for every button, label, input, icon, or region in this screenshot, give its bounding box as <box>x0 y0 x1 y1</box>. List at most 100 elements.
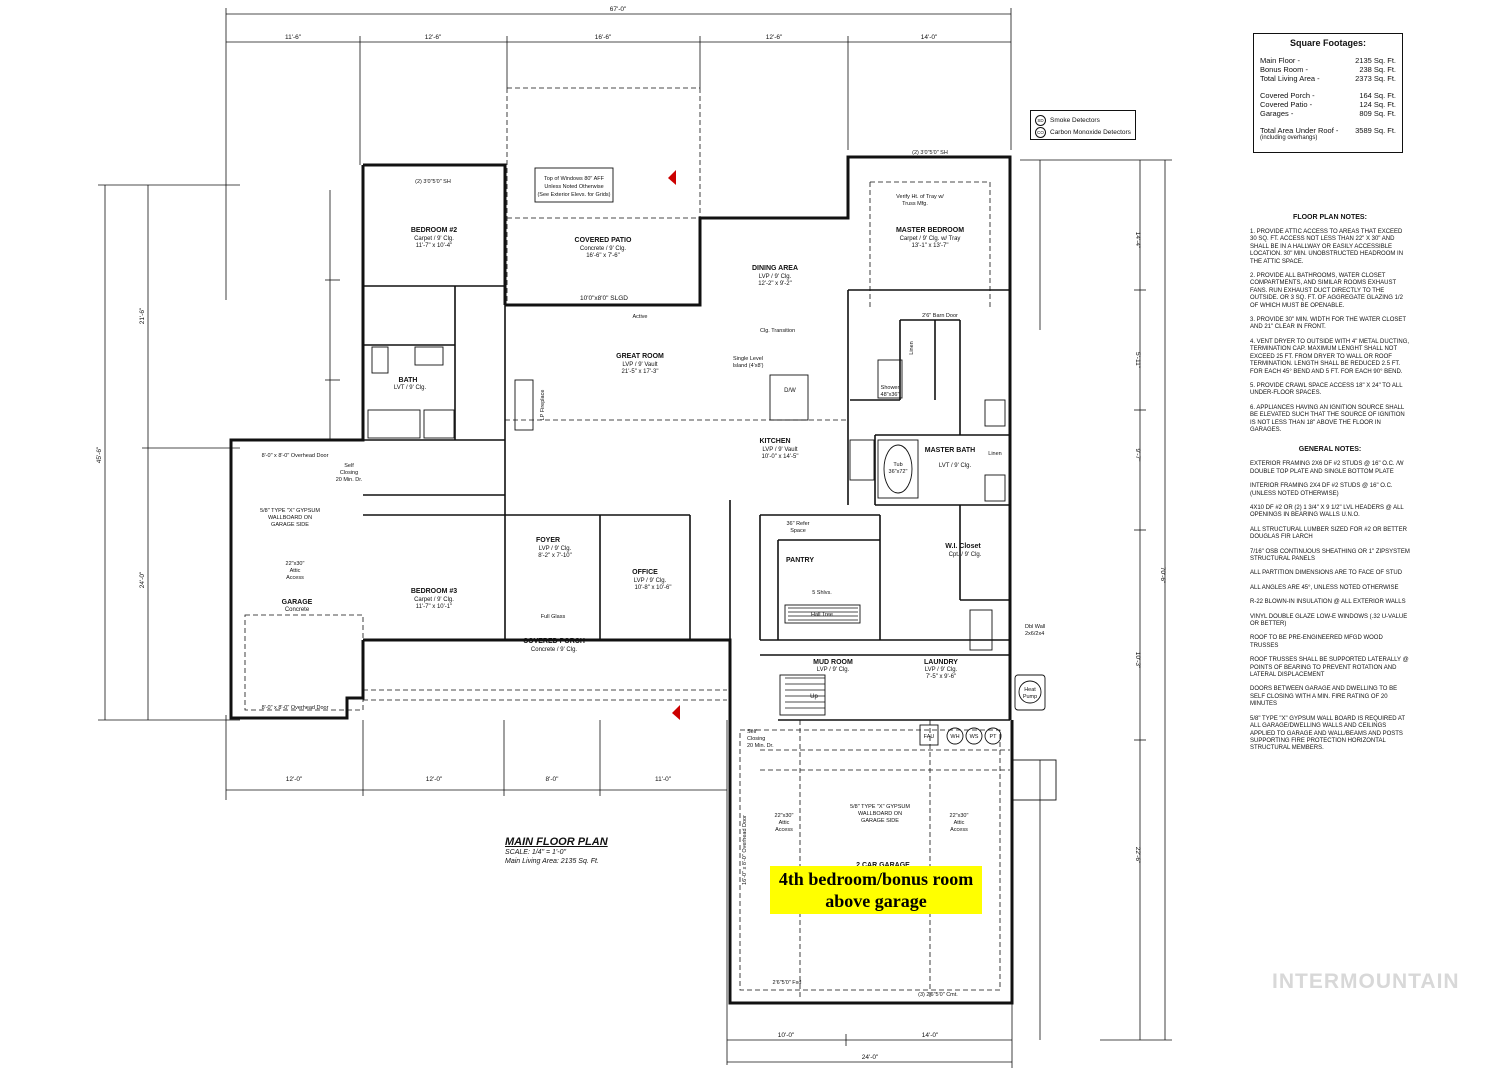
room-master-bedroom-name: MASTER BEDROOM <box>896 227 964 234</box>
room-bedroom-3-name: BEDROOM #3 <box>411 588 457 595</box>
section-markers <box>668 170 680 720</box>
room-office-name: OFFICE <box>632 569 658 576</box>
linen-label-2: Linen <box>988 451 1001 457</box>
dbl-wall-label-1: Dbl Wall <box>1025 624 1045 630</box>
room-bedroom-2-size: 11'-7" x 10'-4" <box>416 243 452 249</box>
up-label: Up <box>810 694 818 700</box>
room-patio-name: COVERED PATIO <box>575 237 632 244</box>
sqft-row-total-under-roof: Total Area Under Roof -3589 Sq. Ft. <box>1260 126 1396 135</box>
callout-line-2: above garage <box>825 891 927 911</box>
room-master-bedroom-size: 13'-1" x 13'-7" <box>912 243 949 249</box>
top-dim-1: 11'-6" <box>285 34 302 41</box>
clg-transition-label: Clg. Transition <box>760 328 795 334</box>
general-note: Doors between garage and dwelling to be … <box>1250 686 1398 708</box>
utility-pt: PT <box>989 734 997 740</box>
bottom-dim-3: 8'-0" <box>546 776 560 783</box>
stairs <box>785 607 858 709</box>
tray-note-2: Truss Mfg. <box>902 201 928 207</box>
room-pantry-name: PANTRY <box>786 557 814 564</box>
tub-label-1: Tub <box>893 462 902 468</box>
room-office-finish: LVP / 9' Clg. <box>634 578 667 584</box>
floor-plan-note: 1. Provide attic access to areas that ex… <box>1250 229 1404 265</box>
left-overall-dim: 45'-6" <box>96 446 103 463</box>
gypsum-right-3: GARAGE SIDE <box>861 818 899 824</box>
left-dim-1: 21'-6" <box>139 307 146 324</box>
window-fxd: 2'6"5'0" Fxd <box>773 980 802 986</box>
top-dim-5: 14'-0" <box>921 34 938 41</box>
overhead-door-garage: 16'-0" x 8'-0" Overhead Door <box>742 815 748 885</box>
window-sh-2: (2) 3'0"5'0" SH <box>912 150 948 156</box>
square-footages-title: Square Footages: <box>1289 38 1366 48</box>
room-foyer-size: 8'-2" x 7'-10" <box>538 553 572 559</box>
room-laundry-size: 7'-5" x 9'-6" <box>926 674 956 680</box>
general-notes-title: GENERAL NOTES: <box>1298 446 1362 454</box>
general-note: All angles are 45°, unless noted otherwi… <box>1250 584 1399 591</box>
bottom-dim-2: 12'-0" <box>426 776 443 783</box>
legend-smoke-detector: SD Smoke Detectors <box>1035 114 1131 126</box>
hall-tree-label: Hall Tree <box>811 612 833 618</box>
plan-title: MAIN FLOOR PLAN <box>505 836 608 848</box>
dashed-lines <box>244 87 1010 1000</box>
island-label-2: Island (4'x8') <box>733 363 764 369</box>
tray-note-1: Verify Ht. of Tray w/ <box>896 194 944 200</box>
dbl-wall-label-2: 2x6/2x4 <box>1025 631 1044 637</box>
gypsum-right-2: WALLBOARD ON <box>858 811 902 817</box>
general-note: Exterior framing 2x6 DF #2 studs @ 16" O… <box>1250 461 1404 475</box>
gypsum-right-1: 5/8" TYPE "X" GYPSUM <box>850 804 910 810</box>
room-great-room-name: GREAT ROOM <box>616 353 664 360</box>
floor-plan-note: 5. Provide crawl space access 18" x 24" … <box>1250 382 1403 397</box>
floor-plan-note: 2. Provide all bathrooms, water closet c… <box>1250 273 1403 309</box>
sqft-footnote: (including overhangs) <box>1260 135 1318 141</box>
self-closing-left-1: Self <box>344 463 354 469</box>
room-dining-size: 12'-2" x 9'-2" <box>758 281 792 287</box>
room-2-car-garage-name: 2 CAR GARAGE <box>856 862 910 869</box>
right-overall-dim: 70'-6" <box>1159 567 1166 584</box>
general-note: R-22 blown-in insulation @ all exterior … <box>1250 599 1406 606</box>
right-dim-1: 14'-4" <box>1134 232 1141 249</box>
general-note: 7/16" OSB continuous sheathing or 1" Zip… <box>1250 548 1410 562</box>
utility-ws: WS <box>970 734 979 740</box>
overall-width-dim: 67'-0" <box>610 6 627 13</box>
room-garage-finish: Concrete <box>285 607 310 613</box>
right-dim-2: 5'-11" <box>1134 352 1141 369</box>
bottom-dim-1: 12'-0" <box>286 776 303 783</box>
attic-left-2: Attic <box>290 568 301 574</box>
gypsum-left-1: 5/8" TYPE "X" GYPSUM <box>260 508 320 514</box>
general-note: Vinyl double glaze low-e windows (.32 U-… <box>1250 613 1408 628</box>
room-mudroom-finish: LVP / 9' Clg. <box>817 667 850 673</box>
general-notes: GENERAL NOTES: Exterior framing 2x6 DF #… <box>1250 446 1410 752</box>
room-laundry-name: LAUNDRY <box>924 659 958 666</box>
floor-plan-note: 3. Provide 30" min. width for the water … <box>1250 317 1406 331</box>
plan-title-block: MAIN FLOOR PLAN SCALE: 1/4" = 1'-0" Main… <box>505 836 608 866</box>
shower-label-2: 48"x36" <box>881 392 900 398</box>
active-label: Active <box>633 314 648 320</box>
overhead-door-top: 8'-0" x 8'-0" Overhead Door <box>262 453 329 459</box>
gypsum-left-2: WALLBOARD ON <box>268 515 312 521</box>
floor-plan-notes-title: FLOOR PLAN NOTES: <box>1293 214 1367 221</box>
room-bath-name: BATH <box>399 377 418 384</box>
window-sh-3: (3) 2'6"5'0" Cmt. <box>918 992 958 998</box>
slider-label: 10'0"x8'0" SLGD <box>580 295 628 302</box>
room-patio-finish: Concrete / 9' Clg. <box>580 246 626 252</box>
misc-labels: Top of Windows 80" AFF Unless Noted Othe… <box>260 150 1045 998</box>
garage-bottom-dim-1: 10'-0" <box>778 1032 795 1039</box>
room-garage-name: GARAGE <box>282 599 313 606</box>
general-note: Roof to be pre-engineered MFGD wood trus… <box>1250 635 1383 649</box>
general-note: All structural lumber sized for #2 or be… <box>1250 526 1407 541</box>
room-dining-finish: LVP / 9' Clg. <box>759 274 792 280</box>
refer-label-2: Space <box>790 528 806 534</box>
utility-wh: WH <box>950 734 959 740</box>
right-dim-4: 10'-3" <box>1134 652 1141 669</box>
tub-label-2: 36"x72" <box>889 469 908 475</box>
attic-garage-right-1: 22"x30" <box>950 813 969 819</box>
room-porch-finish: Concrete / 9' Clg. <box>531 647 577 653</box>
right-dim-5: 22'-6" <box>1134 847 1141 864</box>
top-dim-2: 12'-6" <box>425 34 442 41</box>
gypsum-left-3: GARAGE SIDE <box>271 522 309 528</box>
left-dim-2: 24'-0" <box>139 571 146 588</box>
watermark: INTERMOUNTAIN <box>1272 970 1460 993</box>
self-closing-left-3: 20 Min. Dr. <box>336 477 363 483</box>
refer-label-1: 36" Refer <box>786 521 809 527</box>
general-note: 4x10 DF #2 or (2) 1 3/4" x 9 1/2" LVL he… <box>1250 504 1404 519</box>
